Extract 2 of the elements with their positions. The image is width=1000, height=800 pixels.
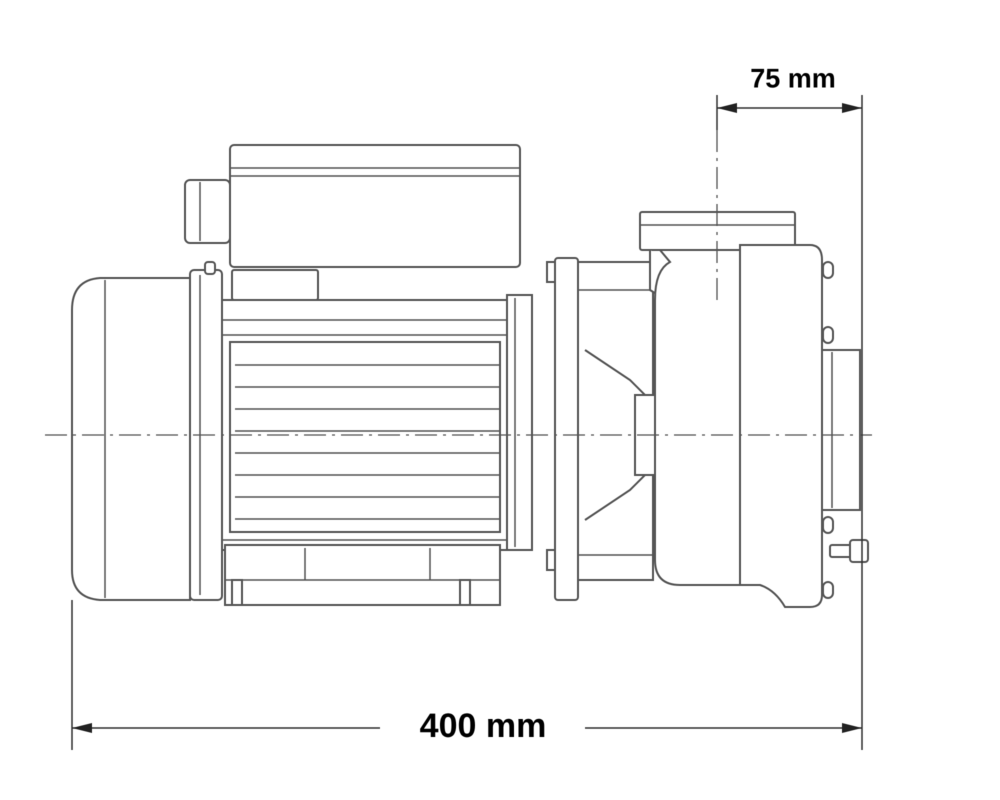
dimension-label: 75 mm <box>750 66 836 92</box>
dimension-label: 400 mm <box>420 709 546 743</box>
